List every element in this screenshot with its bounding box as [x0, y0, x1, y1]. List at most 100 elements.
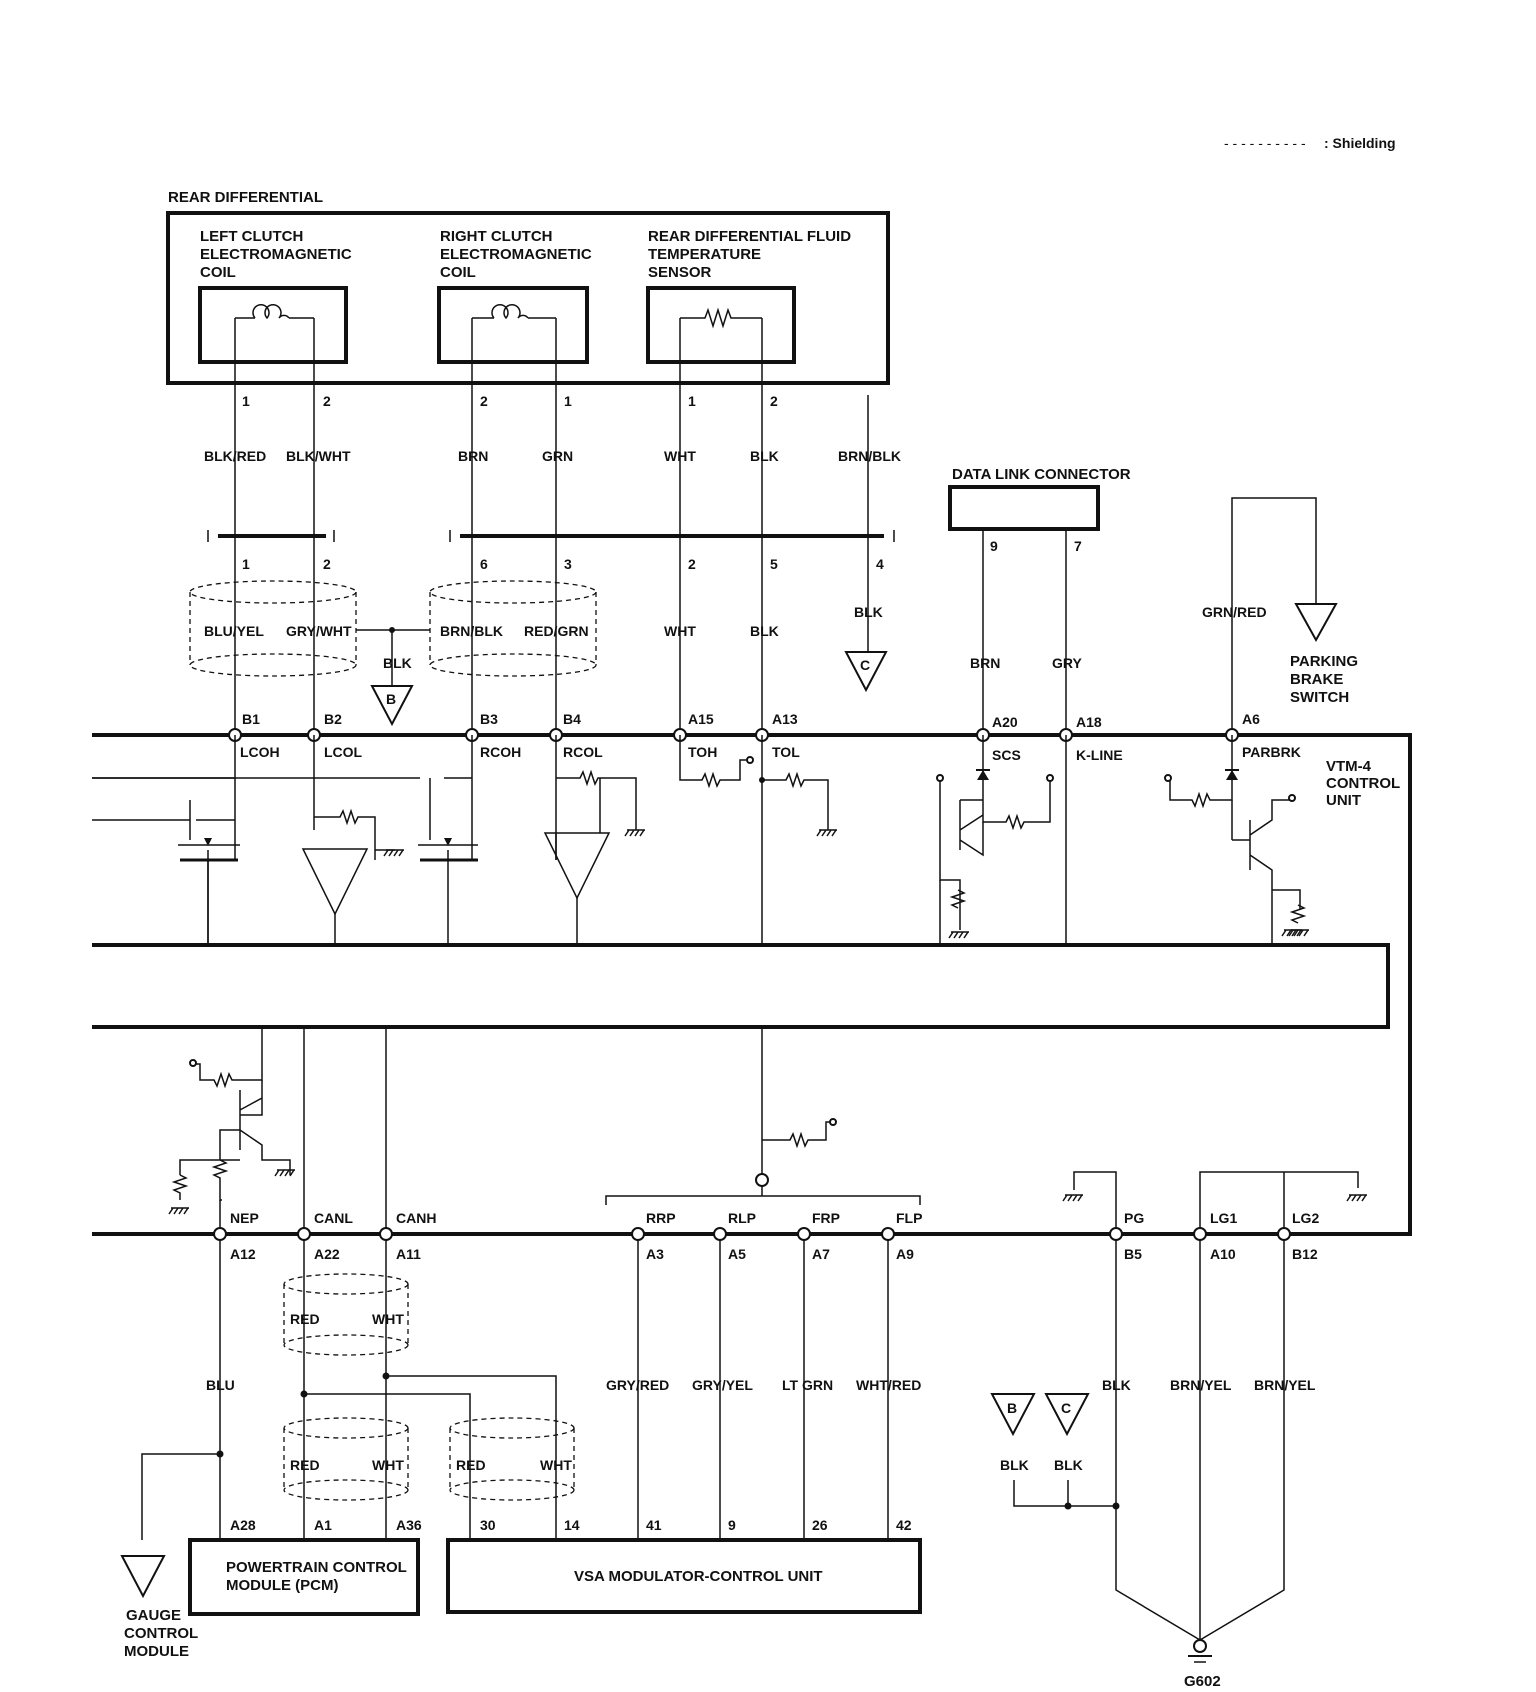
legend-dashes: - - - - - - - - - - — [1224, 135, 1306, 151]
wire-color: BLK/WHT — [286, 448, 351, 464]
terminal-pin: A22 — [314, 1246, 340, 1262]
terminal-pin: B3 — [480, 711, 498, 727]
terminal-signal: NEP — [230, 1210, 259, 1226]
ref-letter: B — [1007, 1400, 1017, 1416]
wire-color: BRN/YEL — [1254, 1377, 1316, 1393]
ref-b-triangle-icon — [370, 685, 414, 727]
pin-label: 2 — [323, 556, 331, 572]
ref-c-triangle-icon — [1044, 1393, 1090, 1437]
wire-color: GRY/YEL — [692, 1377, 753, 1393]
temp-sensor-label-1: REAR DIFFERENTIAL FLUID — [648, 228, 851, 245]
vsa-label: VSA MODULATOR-CONTROL UNIT — [574, 1568, 823, 1585]
pcm-label-2: MODULE (PCM) — [226, 1577, 339, 1594]
coil-icon — [252, 303, 290, 320]
wire-color: BRN — [458, 448, 488, 464]
wire-color: WHT/RED — [856, 1377, 921, 1393]
vsa-pin: 42 — [896, 1517, 912, 1533]
terminal-signal: RLP — [728, 1210, 756, 1226]
terminal-pin: A6 — [1242, 711, 1260, 727]
right-coil-label-1: RIGHT CLUTCH — [440, 228, 553, 245]
wire-color: BLK/RED — [204, 448, 266, 464]
terminal-signal: FLP — [896, 1210, 922, 1226]
terminal-signal: FRP — [812, 1210, 840, 1226]
terminal-pin: B5 — [1124, 1246, 1142, 1262]
wire-color: BLU — [206, 1377, 235, 1393]
pcm-label-1: POWERTRAIN CONTROL — [226, 1559, 407, 1576]
ref-letter: C — [1061, 1400, 1071, 1416]
wire-color: BRN/BLK — [838, 448, 901, 464]
mid-wire-colors: BLU/YEL GRY/WHT BRN/BLK RED/GRN WHT BLK … — [204, 604, 1267, 671]
left-coil-label-1: LEFT CLUTCH — [200, 228, 303, 245]
lower-internal-circuitry — [168, 1027, 1368, 1234]
vsa-pin: 30 — [480, 1517, 496, 1533]
terminal-signal: CANL — [314, 1210, 353, 1226]
wire-color: GRY/WHT — [286, 623, 352, 639]
lower-wires: B C — [141, 1240, 1285, 1663]
pbs-label-2: BRAKE — [1290, 671, 1343, 688]
terminal-pin: A3 — [646, 1246, 664, 1262]
gauge-label-3: MODULE — [124, 1643, 189, 1660]
right-coil-label-3: COIL — [440, 264, 476, 281]
sensor-pin-labels: 1 2 2 1 1 2 — [242, 393, 778, 409]
cu-label-1: VTM-4 — [1326, 758, 1372, 775]
amplifier-icon — [301, 848, 369, 916]
left-coil-leads — [234, 317, 315, 395]
terminal-pin: A11 — [396, 1246, 421, 1262]
coil-icon — [491, 303, 529, 320]
wire-color: GRY — [1052, 655, 1082, 671]
dlc-pin-9: 9 — [990, 538, 998, 554]
wire-color: WHT — [372, 1311, 404, 1327]
pcm-pin: A1 — [314, 1517, 332, 1533]
terminal-signal: RCOL — [563, 744, 603, 760]
ground-triangle-icon — [1294, 603, 1338, 643]
terminal-signal: LG2 — [1292, 1210, 1319, 1226]
terminal-signal: CANH — [396, 1210, 436, 1226]
gauge-control-module: GAUGE CONTROL MODULE — [120, 1555, 198, 1660]
vsa-pin: 9 — [728, 1517, 736, 1533]
data-link-connector: DATA LINK CONNECTOR 9 7 — [948, 466, 1131, 554]
terminal-pin: B2 — [324, 711, 342, 727]
temp-sensor-label-2: TEMPERATURE — [648, 246, 761, 263]
terminal-signal: PG — [1124, 1210, 1144, 1226]
gauge-label-2: CONTROL — [124, 1625, 198, 1642]
terminal-signal: TOH — [688, 744, 717, 760]
terminal-pin: B1 — [242, 711, 260, 727]
parking-brake-switch: PARKING BRAKE SWITCH — [1231, 497, 1358, 706]
wire-color: GRN/RED — [1202, 604, 1267, 620]
wire-color: BLK — [1102, 1377, 1131, 1393]
wire-color: GRY/RED — [606, 1377, 669, 1393]
pin-label: 1 — [688, 393, 696, 409]
rear-differential: REAR DIFFERENTIAL LEFT CLUTCH ELECTROMAG… — [166, 189, 890, 395]
ground-icon — [1193, 1639, 1207, 1653]
terminal-signal: LCOH — [240, 744, 280, 760]
pin-label: 2 — [770, 393, 778, 409]
gauge-label-1: GAUGE — [126, 1607, 181, 1624]
vsa-pin: 14 — [564, 1517, 580, 1533]
pcm-box — [188, 1538, 420, 1616]
wire-color: BLK — [1054, 1457, 1083, 1473]
wire-color: BLK — [383, 655, 412, 671]
terminal-signal: RCOH — [480, 744, 521, 760]
legend-text: : Shielding — [1324, 135, 1396, 151]
ground-triangle-icon — [120, 1555, 166, 1599]
pin-label: 6 — [480, 556, 488, 572]
ref-letter: C — [860, 657, 870, 673]
resistor-icon — [679, 307, 763, 395]
terminal-pin: A15 — [688, 711, 714, 727]
wire-color: BLK — [750, 623, 779, 639]
upper-shields: B C — [189, 580, 888, 727]
ref-letter: B — [386, 691, 396, 707]
terminal-signal: LCOL — [324, 744, 363, 760]
wire-color: BLK — [854, 604, 883, 620]
terminal-signal: TOL — [772, 744, 800, 760]
terminal-signal: K-LINE — [1076, 747, 1123, 763]
pin-label: 1 — [564, 393, 572, 409]
vsa-pin: 26 — [812, 1517, 828, 1533]
ground-label: G602 — [1184, 1673, 1221, 1690]
terminal-signal: LG1 — [1210, 1210, 1237, 1226]
vtm4-control-unit: VTM-4 CONTROL UNIT — [92, 733, 1412, 1236]
terminal-pin: A10 — [1210, 1246, 1236, 1262]
dlc-pin-7: 7 — [1074, 538, 1082, 554]
right-coil-label-2: ELECTROMAGNETIC — [440, 246, 592, 263]
